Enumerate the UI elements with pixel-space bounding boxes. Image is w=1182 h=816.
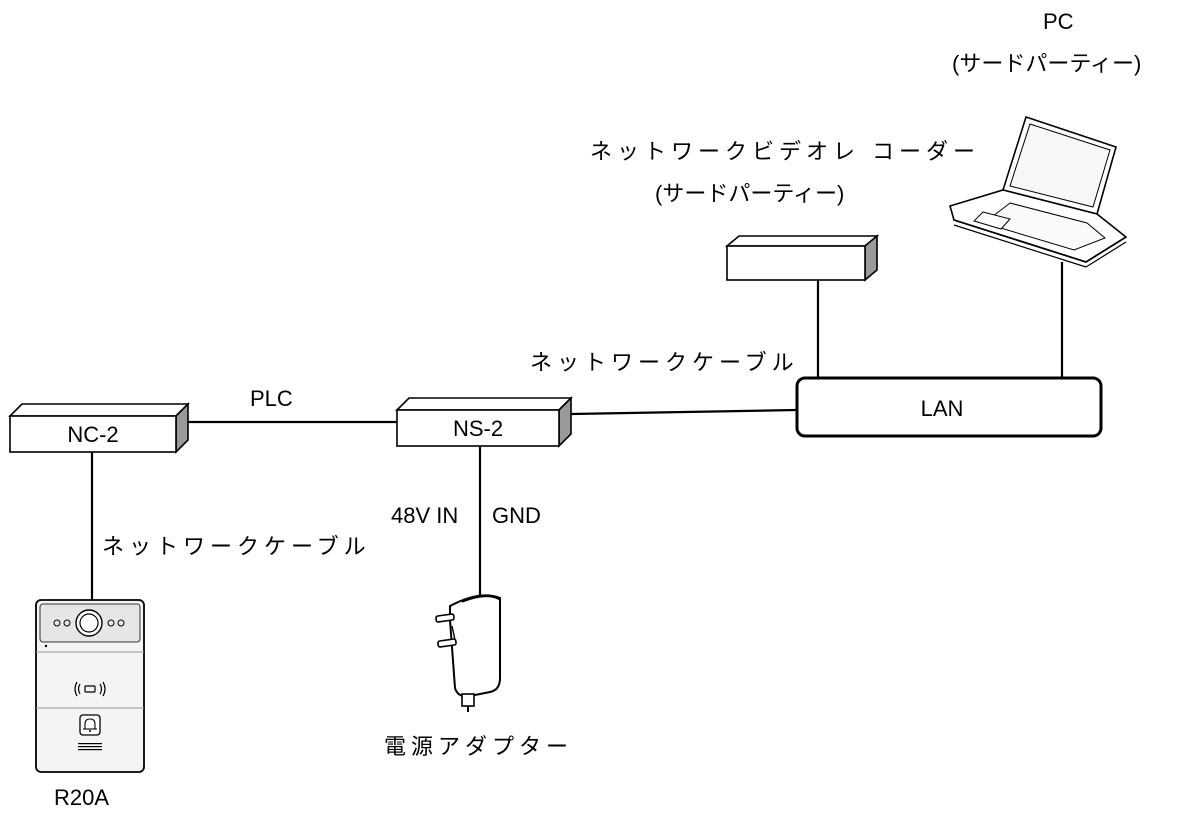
power-gnd-label: GND (492, 503, 541, 528)
cable-label-nc2-door: ネットワークケーブル (102, 535, 371, 560)
ns2-label: NS-2 (453, 416, 503, 441)
power-adapter-icon (435, 594, 501, 712)
lan-box: LAN (795, 376, 1103, 438)
plc-label: PLC (250, 386, 293, 411)
pc-sub-label: (サードパーティー) (952, 51, 1142, 76)
door-station-icon (35, 599, 145, 773)
rfid-icon (74, 681, 106, 697)
nvr-label: ネットワークビデオレ コーダー (590, 140, 980, 165)
nvr-box (724, 234, 880, 282)
nc2-box: NC-2 (8, 402, 190, 454)
door-station-label: R20A (54, 785, 110, 810)
nc2-label: NC-2 (67, 422, 118, 447)
bell-button-icon (79, 714, 101, 736)
connection-lines (90, 262, 1064, 600)
lan-label: LAN (921, 396, 964, 421)
nvr-sub-label: (サードパーティー) (655, 181, 845, 206)
power-in-label: 48V IN (391, 503, 459, 528)
ns2-box: NS-2 (395, 396, 573, 448)
ns2-lan-line (570, 408, 798, 416)
pc-label: PC (1043, 9, 1074, 34)
speaker-grille-icon (78, 743, 102, 751)
power-adapter-label: 電源アダプター (384, 735, 574, 760)
cable-label-ns2-lan: ネットワークケーブル (530, 351, 799, 376)
laptop-icon (949, 115, 1128, 268)
